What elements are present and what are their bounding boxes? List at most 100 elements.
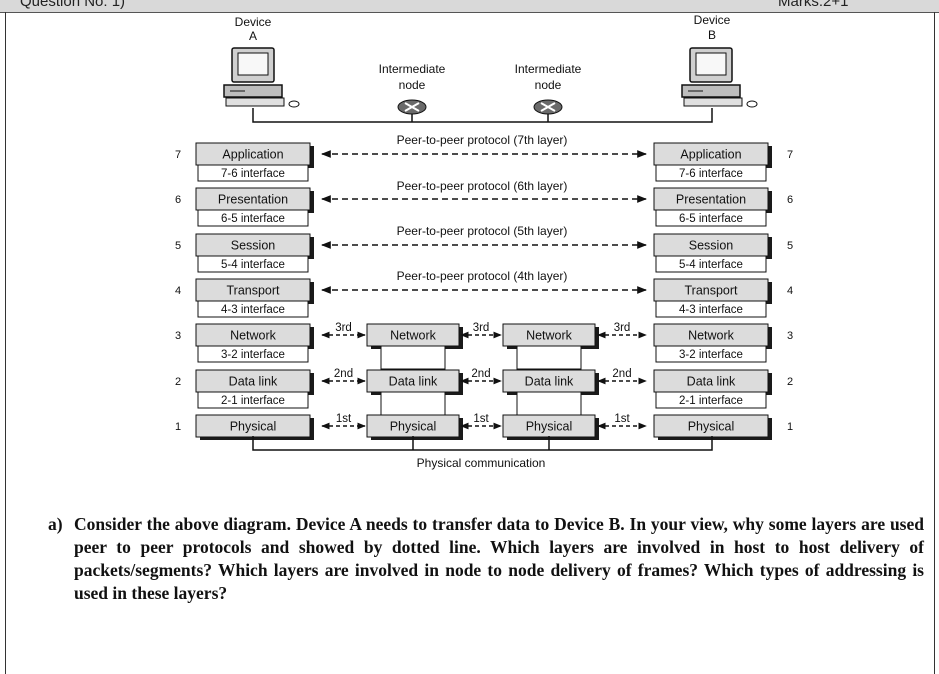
question-number: Question No: 1) [20, 0, 126, 10]
device-b-label-line1: Device [694, 13, 731, 27]
intermediate-node-1-label-line1: Intermediate [379, 62, 446, 76]
layer-label-physical: Physical [230, 420, 277, 434]
layer-label-presentation: Presentation [218, 193, 288, 207]
intermediate-node-2-label-line2: node [535, 78, 562, 92]
interface-box [197, 255, 309, 273]
layer-number: 6 [787, 194, 793, 206]
node-1-layer-label: Network [390, 329, 437, 343]
frame-right-border [934, 12, 935, 674]
interface-box [197, 345, 309, 363]
layer-label-transport: Transport [226, 284, 280, 298]
node-2-layer-label: Data link [525, 375, 574, 389]
layer-number: 7 [787, 149, 793, 161]
layer-number: 2 [175, 376, 181, 388]
protocol-arrows: 3rd 3rd 3rd 2nd 2nd 2nd 1st 1st 1st [321, 150, 647, 430]
interface-box [655, 345, 767, 363]
interface-label: 6-5 interface [221, 213, 285, 225]
hop-label: 2nd [612, 368, 631, 380]
hop-label: 1st [614, 413, 630, 425]
layer-label-application: Application [222, 148, 283, 162]
layer-label-session: Session [689, 239, 734, 253]
interface-label: 4-3 interface [221, 304, 285, 316]
question-block: a) Consider the above diagram. Device A … [48, 513, 924, 605]
node-2-layer-label: Physical [526, 420, 573, 434]
layer-number: 1 [175, 421, 181, 433]
layer-number: 2 [787, 376, 793, 388]
peer-protocol-7-label: Peer-to-peer protocol (7th layer) [397, 133, 568, 147]
interface-label: 7-6 interface [679, 168, 743, 180]
layer-number: 5 [787, 240, 793, 252]
peer-protocol-5-label: Peer-to-peer protocol (5th layer) [397, 224, 568, 238]
physical-communication-label: Physical communication [417, 456, 546, 470]
layer-number: 4 [175, 285, 181, 297]
interface-box [197, 209, 309, 227]
layer-label-physical: Physical [688, 420, 735, 434]
top-connection-line [252, 108, 713, 123]
layer-number: 3 [175, 330, 181, 342]
intermediate-node-1-label-line2: node [399, 78, 426, 92]
hop-label: 3rd [473, 322, 490, 334]
header-bar: Question No: 1) Marks:2+1 [0, 0, 939, 13]
interface-label: 5-4 interface [679, 259, 743, 271]
hop-label: 1st [473, 413, 489, 425]
frame-left-border [5, 12, 6, 674]
layer-label-transport: Transport [684, 284, 738, 298]
layer-number: 4 [787, 285, 793, 297]
marks-label: Marks:2+1 [778, 0, 849, 10]
peer-protocol-4-label: Peer-to-peer protocol (4th layer) [397, 269, 568, 283]
layer-label-application: Application [680, 148, 741, 162]
node-1-layer-label: Physical [390, 420, 437, 434]
layer-number: 5 [175, 240, 181, 252]
interface-label: 7-6 interface [221, 168, 285, 180]
interface-box [197, 164, 309, 182]
device-a-label-line2: A [249, 29, 257, 43]
interface-label: 5-4 interface [221, 259, 285, 271]
node-interface-box [380, 345, 446, 370]
node-2-layer-label: Network [526, 329, 573, 343]
computer-b-icon [681, 47, 758, 108]
interface-label: 2-1 interface [679, 395, 743, 407]
node-interface-box [380, 391, 446, 416]
hop-label: 3rd [335, 322, 352, 334]
interface-box [655, 300, 767, 318]
node-interface-box [516, 345, 582, 370]
interface-label: 2-1 interface [221, 395, 285, 407]
hop-label: 3rd [614, 322, 631, 334]
interface-label: 6-5 interface [679, 213, 743, 225]
layer-label-data-link: Data link [229, 375, 278, 389]
interface-box [655, 164, 767, 182]
interface-box [197, 391, 309, 409]
router-1-icon [397, 99, 427, 115]
hop-label: 2nd [334, 368, 353, 380]
interface-box [197, 300, 309, 318]
interface-label: 4-3 interface [679, 304, 743, 316]
layer-label-presentation: Presentation [676, 193, 746, 207]
intermediate-node-2-label-line1: Intermediate [515, 62, 582, 76]
hop-label: 2nd [471, 368, 490, 380]
interface-box [655, 209, 767, 227]
bottom-connection-line [252, 436, 713, 451]
layer-label-session: Session [231, 239, 276, 253]
node-1-layer-label: Data link [389, 375, 438, 389]
layer-number: 6 [175, 194, 181, 206]
interface-box [655, 391, 767, 409]
layer-label-data-link: Data link [687, 375, 736, 389]
layer-number: 7 [175, 149, 181, 161]
device-a-label-line1: Device [235, 15, 272, 29]
hop-label: 1st [336, 413, 352, 425]
interface-label: 3-2 interface [679, 349, 743, 361]
computer-a-icon [223, 47, 300, 108]
layer-box [653, 414, 769, 438]
layer-number: 3 [787, 330, 793, 342]
layer-number: 1 [787, 421, 793, 433]
peer-protocol-6-label: Peer-to-peer protocol (6th layer) [397, 179, 568, 193]
layer-label-network: Network [230, 329, 277, 343]
node-interface-box [516, 391, 582, 416]
router-2-icon [533, 99, 563, 115]
osi-network-diagram: Device A Device B Intermediate node Inte… [175, 13, 793, 470]
device-b-label-line2: B [708, 28, 716, 42]
question-label: a) [48, 514, 63, 534]
